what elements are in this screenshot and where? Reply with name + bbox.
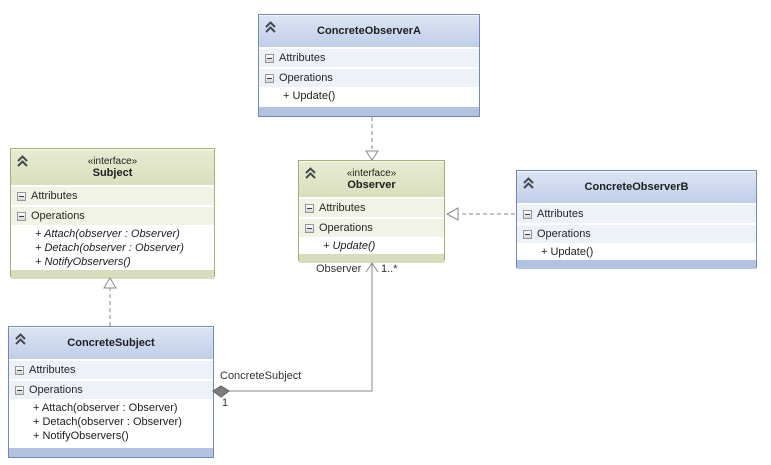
class-box-concreteobserverb[interactable]: ConcreteObserverB Attributes Operations … — [516, 170, 757, 269]
minus-box-icon[interactable] — [15, 385, 24, 395]
class-box-concretesubject[interactable]: ConcreteSubject Attributes Operations + … — [8, 326, 214, 458]
collapse-chevron-icon[interactable] — [304, 167, 317, 180]
operation-item: + Update() — [323, 240, 376, 252]
operations-list: + Attach(observer : Observer) + Detach(o… — [9, 399, 213, 444]
operation-item: + Attach(observer : Observer) — [35, 228, 180, 240]
class-title: Subject — [92, 166, 133, 179]
minus-box-icon[interactable] — [305, 203, 314, 213]
class-title: ConcreteObserverB — [584, 181, 689, 193]
operations-section-row[interactable]: Operations — [259, 69, 479, 87]
class-header[interactable]: «interface» Subject — [11, 149, 214, 185]
operations-list: + Update() — [517, 243, 756, 260]
operation-item: + Attach(observer : Observer) — [33, 402, 178, 414]
association-target-multiplicity-label: 1..* — [381, 263, 398, 275]
operation-item: + Update() — [541, 246, 594, 258]
attributes-section-row[interactable]: Attributes — [11, 187, 214, 205]
operations-section-row[interactable]: Operations — [9, 381, 213, 399]
attributes-section-row[interactable]: Attributes — [259, 49, 479, 67]
stereotype-label: «interface» — [346, 167, 397, 179]
class-header[interactable]: ConcreteObserverB — [517, 171, 756, 203]
operations-list: + Update() — [299, 237, 444, 254]
attributes-section-row[interactable]: Attributes — [299, 199, 444, 217]
operations-section-row[interactable]: Operations — [517, 225, 756, 243]
minus-box-icon[interactable] — [265, 73, 274, 83]
minus-box-icon[interactable] — [523, 229, 532, 239]
stereotype-label: «interface» — [87, 155, 138, 167]
bottom-strip — [517, 260, 756, 269]
class-title: Observer — [347, 178, 396, 191]
association-source-multiplicity-label: 1 — [222, 397, 229, 409]
operation-item: + Update() — [283, 90, 336, 102]
operations-section-row[interactable]: Operations — [11, 207, 214, 225]
operations-list: + Attach(observer : Observer) + Detach(o… — [11, 225, 214, 270]
collapse-chevron-icon[interactable] — [522, 177, 535, 190]
attributes-section-row[interactable]: Attributes — [9, 361, 213, 379]
bottom-strip — [11, 270, 214, 279]
minus-box-icon[interactable] — [15, 365, 24, 375]
collapse-chevron-icon[interactable] — [264, 21, 277, 34]
operation-item: + Detach(observer : Observer) — [35, 242, 184, 254]
operation-item: + NotifyObservers() — [35, 256, 131, 268]
minus-box-icon[interactable] — [17, 191, 26, 201]
operations-list: + Update() — [259, 87, 479, 104]
realization-edge-concreteobservera-observer[interactable] — [365, 117, 379, 161]
operation-item: + Detach(observer : Observer) — [33, 416, 182, 428]
class-header[interactable]: «interface» Observer — [299, 161, 444, 197]
bottom-strip — [9, 448, 213, 457]
class-header[interactable]: ConcreteSubject — [9, 327, 213, 359]
attributes-section-row[interactable]: Attributes — [517, 205, 756, 223]
class-box-observer[interactable]: «interface» Observer Attributes Operatio… — [298, 160, 445, 263]
class-header[interactable]: ConcreteObserverA — [259, 15, 479, 47]
operation-item: + NotifyObservers() — [33, 430, 129, 442]
collapse-chevron-icon[interactable] — [14, 333, 27, 346]
minus-box-icon[interactable] — [265, 53, 274, 63]
class-title: ConcreteObserverA — [317, 25, 421, 37]
minus-box-icon[interactable] — [17, 211, 26, 221]
association-target-role-label: Observer — [316, 263, 362, 275]
collapse-chevron-icon[interactable] — [16, 155, 29, 168]
association-name-label: ConcreteSubject — [220, 370, 302, 382]
class-box-subject[interactable]: «interface» Subject Attributes Operation… — [10, 148, 215, 279]
minus-box-icon[interactable] — [523, 209, 532, 219]
class-title: ConcreteSubject — [67, 337, 155, 349]
realization-edge-concreteobserverb-observer[interactable] — [445, 207, 515, 221]
bottom-strip — [259, 107, 479, 116]
minus-box-icon[interactable] — [305, 223, 314, 233]
operations-section-row[interactable]: Operations — [299, 219, 444, 237]
realization-edge-concretesubject-subject[interactable] — [103, 277, 117, 326]
class-box-concreteobservera[interactable]: ConcreteObserverA Attributes Operations … — [258, 14, 480, 117]
bottom-strip — [299, 254, 444, 263]
